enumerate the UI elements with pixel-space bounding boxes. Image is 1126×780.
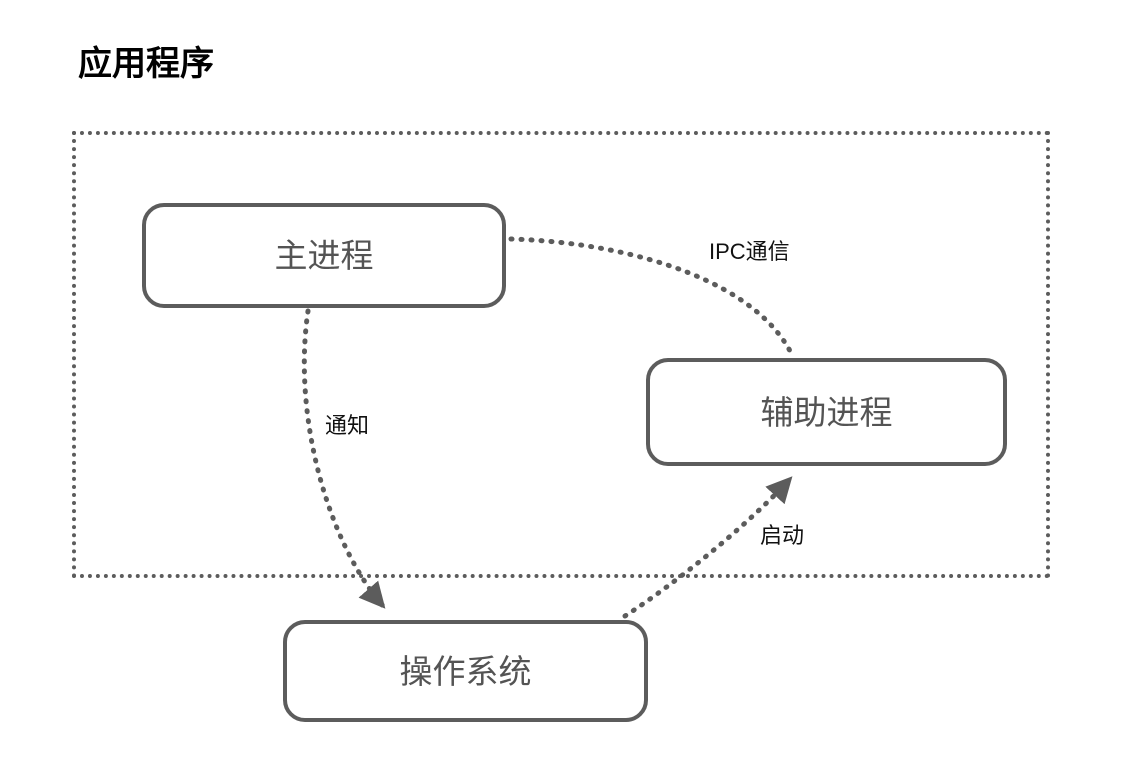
application-boundary-frame	[72, 131, 1050, 578]
node-main-process-label: 主进程	[274, 237, 374, 274]
node-operating-system[interactable]: 操作系统	[283, 620, 648, 722]
edge-label-launch: 启动	[760, 523, 805, 548]
node-helper-process[interactable]: 辅助进程	[646, 358, 1007, 466]
page-title: 应用程序	[78, 45, 214, 83]
edge-label-ipc: IPC通信	[709, 239, 790, 264]
node-helper-process-label: 辅助进程	[760, 393, 893, 431]
node-main-process[interactable]: 主进程	[142, 203, 506, 308]
node-operating-system-label: 操作系统	[399, 652, 532, 690]
edge-label-notify: 通知	[325, 413, 370, 438]
